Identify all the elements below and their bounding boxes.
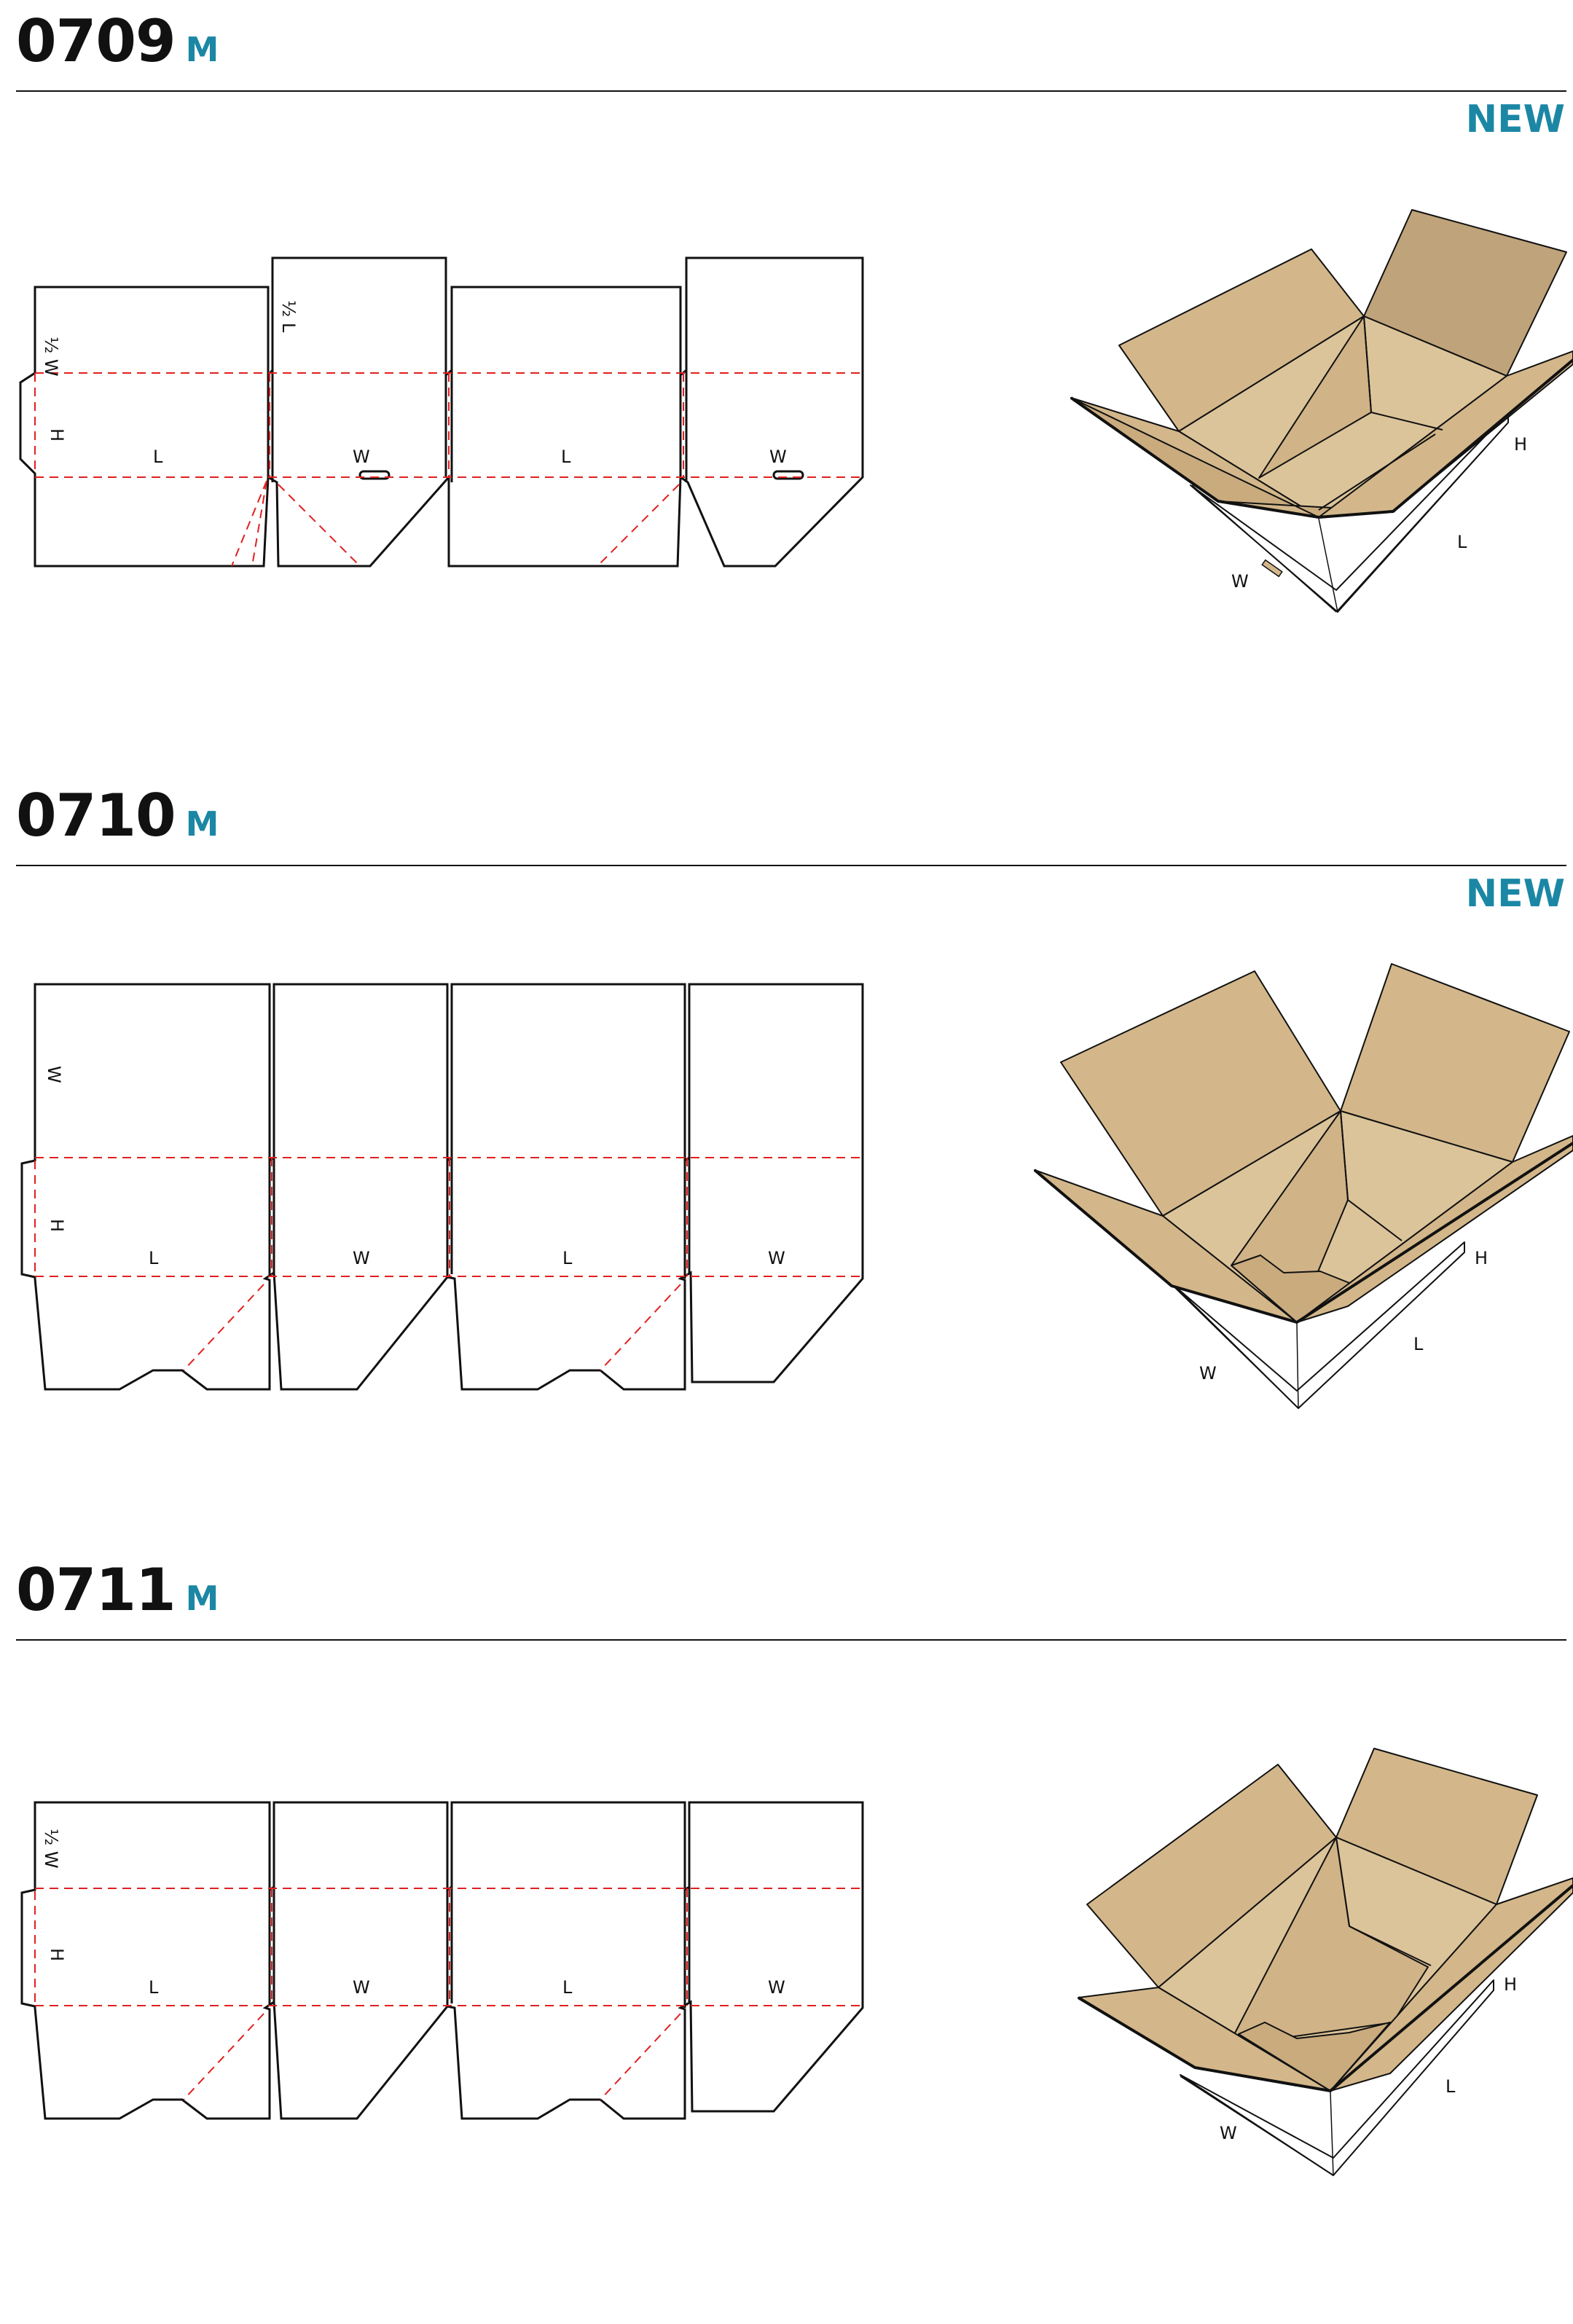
- panel-label-3: L: [562, 1248, 573, 1268]
- heading-rule: [16, 90, 1566, 92]
- box-length-label: L: [1445, 2076, 1456, 2097]
- panel-label-3: L: [562, 1977, 573, 1998]
- box-height-label: H: [1504, 1974, 1517, 1995]
- panel-label-2: W: [353, 1977, 370, 1998]
- height-label: H: [47, 1219, 67, 1232]
- heading-rule: [16, 865, 1566, 866]
- style-suffix: M: [185, 804, 219, 844]
- height-label: H: [47, 428, 67, 441]
- box-illustration: H L W: [1070, 209, 1573, 613]
- panel-label-4: W: [769, 447, 787, 467]
- panel-label-1: L: [149, 1977, 159, 1998]
- flap-half-length-label: ½ L: [278, 300, 299, 333]
- box-width-label: W: [1199, 1363, 1217, 1383]
- flat-dieline: W H L W L W: [20, 983, 864, 1391]
- box-height-label: H: [1475, 1248, 1488, 1268]
- flap-half-width-label: ½ W: [41, 337, 61, 377]
- panel-label-1: L: [149, 1248, 159, 1268]
- panel-label-2: W: [353, 447, 370, 467]
- panel-label-4: W: [768, 1248, 785, 1268]
- style-code: 0711: [16, 1556, 176, 1624]
- height-label: H: [47, 1948, 67, 1961]
- box-width-label: W: [1231, 571, 1249, 592]
- new-badge: NEW: [1465, 98, 1565, 141]
- box-illustration: H L W: [1033, 963, 1573, 1409]
- style-code: 0710: [16, 782, 176, 849]
- box-length-label: L: [1457, 532, 1467, 552]
- box-height-label: H: [1514, 434, 1527, 455]
- flap-width-label: W: [44, 1066, 64, 1083]
- heading-rule: [16, 1639, 1566, 1641]
- panel-label-3: L: [561, 447, 571, 467]
- panel-label-2: W: [353, 1248, 370, 1268]
- box-length-label: L: [1413, 1334, 1424, 1354]
- box-illustration: H L W: [1077, 1748, 1573, 2176]
- style-code: 0709: [16, 7, 176, 75]
- new-badge: NEW: [1465, 872, 1565, 916]
- flat-dieline: ½ W H L W L W: [20, 1801, 864, 2120]
- flap-half-width-label: ½ W: [41, 1829, 61, 1869]
- panel-label-1: L: [153, 447, 163, 467]
- flat-dieline: ½ W ½ L H L W L W: [19, 256, 864, 568]
- style-suffix: M: [185, 30, 219, 69]
- style-suffix: M: [185, 1579, 219, 1618]
- box-width-label: W: [1220, 2123, 1237, 2143]
- panel-label-4: W: [768, 1977, 785, 1998]
